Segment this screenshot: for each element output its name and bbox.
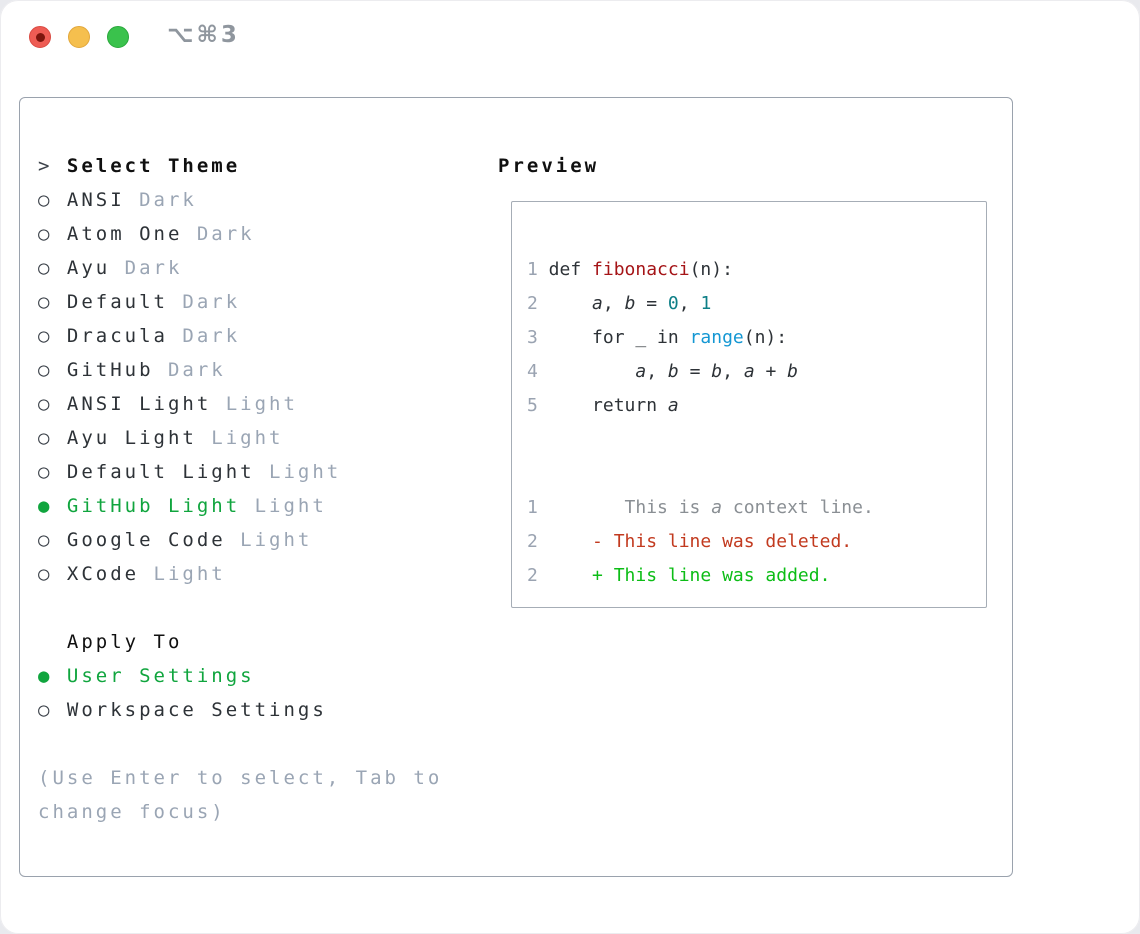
theme-variant-tag: Dark [153, 359, 226, 381]
close-button-dot [35, 32, 45, 42]
theme-picker-panel: > Select Theme○ ANSI Dark○ Atom One Dark… [19, 97, 1013, 877]
theme-picker-list: > Select Theme○ ANSI Dark○ Atom One Dark… [38, 149, 442, 829]
radio-unselected-icon: ○ [38, 529, 53, 551]
traffic-lights [29, 26, 129, 48]
spacer [38, 727, 442, 761]
theme-name: Ayu Light [52, 427, 197, 449]
apply-option-workspace-settings[interactable]: ○ Workspace Settings [38, 693, 442, 727]
select-theme-title: Select Theme [52, 155, 241, 177]
radio-unselected-icon: ○ [38, 563, 53, 585]
theme-name: XCode [52, 563, 140, 585]
radio-unselected-icon: ○ [38, 223, 53, 245]
theme-option-atom-one-dark[interactable]: ○ Atom One Dark [38, 217, 442, 251]
help-text: (Use Enter to select, Tab to [38, 767, 443, 789]
theme-option-default-light-light[interactable]: ○ Default Light Light [38, 455, 442, 489]
help-text-line-1: (Use Enter to select, Tab to [38, 761, 442, 795]
line-number: 5 [527, 395, 538, 416]
theme-option-xcode-light[interactable]: ○ XCode Light [38, 557, 442, 591]
theme-variant-tag: Dark [167, 325, 241, 347]
theme-name: GitHub Light [52, 495, 241, 517]
theme-variant-tag: Dark [167, 291, 241, 313]
radio-unselected-icon: ○ [38, 291, 53, 313]
theme-option-github-dark[interactable]: ○ GitHub Dark [38, 353, 442, 387]
diff-addition-line: 2 + This line was added. [527, 565, 831, 586]
maximize-button[interactable] [107, 26, 129, 48]
apply-to-header: Apply To [38, 625, 442, 659]
apply-option-user-settings[interactable]: ● User Settings [38, 659, 442, 693]
help-text-line-2: change focus) [38, 795, 442, 829]
theme-option-google-code-light[interactable]: ○ Google Code Light [38, 523, 442, 557]
preview-code: 1 def fibonacci(n): 2 a, b = 0, 1 3 for _ … [527, 253, 874, 593]
line-number: 1 [527, 497, 538, 518]
code-line-2: 2 a, b = 0, 1 [527, 293, 712, 314]
theme-option-ayu-dark[interactable]: ○ Ayu Dark [38, 251, 442, 285]
radio-unselected-icon: ○ [38, 325, 53, 347]
theme-name: Default Light [52, 461, 255, 483]
spacer [38, 591, 442, 625]
prompt-caret-icon: > [38, 155, 53, 177]
line-number: 2 [527, 293, 538, 314]
code-line-4: 4 a, b = b, a + b [527, 361, 799, 382]
theme-name: ANSI [52, 189, 125, 211]
theme-variant-tag: Dark [182, 223, 255, 245]
theme-option-ansi-dark[interactable]: ○ ANSI Dark [38, 183, 442, 217]
radio-selected-icon: ● [38, 665, 53, 687]
line-number: 1 [527, 259, 538, 280]
theme-option-dracula-dark[interactable]: ○ Dracula Dark [38, 319, 442, 353]
theme-option-github-light-light[interactable]: ● GitHub Light Light [38, 489, 442, 523]
theme-name: Dracula [52, 325, 168, 347]
code-line-1: 1 def fibonacci(n): [527, 259, 733, 280]
radio-unselected-icon: ○ [38, 393, 53, 415]
blank-line [527, 457, 874, 491]
theme-name: Default [52, 291, 168, 313]
apply-option-label: User Settings [52, 665, 255, 687]
diff-deletion-line: 2 - This line was deleted. [527, 531, 853, 552]
blank-line [527, 423, 874, 457]
apply-option-label: Workspace Settings [52, 699, 327, 721]
radio-unselected-icon: ○ [38, 257, 53, 279]
preview-title: Preview [498, 155, 600, 177]
theme-option-ansi-light-light[interactable]: ○ ANSI Light Light [38, 387, 442, 421]
select-theme-header: > Select Theme [38, 149, 442, 183]
radio-unselected-icon: ○ [38, 359, 53, 381]
radio-selected-icon: ● [38, 495, 53, 517]
theme-name: ANSI Light [52, 393, 212, 415]
theme-variant-tag: Dark [124, 189, 197, 211]
help-text: change focus) [38, 801, 226, 823]
theme-variant-tag: Light [254, 461, 342, 483]
line-number: 2 [527, 531, 538, 552]
window-shortcut-label: ⌥⌘3 [167, 22, 240, 48]
close-button[interactable] [29, 26, 51, 48]
diff-context-line: 1 This is a context line. [527, 497, 874, 518]
radio-unselected-icon: ○ [38, 189, 53, 211]
code-line-5: 5 return a [527, 395, 679, 416]
theme-name: Ayu [52, 257, 111, 279]
theme-variant-tag: Light [225, 529, 313, 551]
theme-option-default-dark[interactable]: ○ Default Dark [38, 285, 442, 319]
theme-name: Google Code [52, 529, 226, 551]
radio-unselected-icon: ○ [38, 461, 53, 483]
line-number: 4 [527, 361, 538, 382]
theme-variant-tag: Light [139, 563, 226, 585]
radio-unselected-icon: ○ [38, 699, 53, 721]
theme-variant-tag: Light [240, 495, 327, 517]
code-line-3: 3 for _ in range(n): [527, 327, 788, 348]
minimize-button[interactable] [68, 26, 90, 48]
preview-box: 1 def fibonacci(n): 2 a, b = 0, 1 3 for _ … [511, 201, 987, 608]
radio-unselected-icon: ○ [38, 427, 53, 449]
theme-variant-tag: Light [211, 393, 298, 415]
theme-variant-tag: Dark [110, 257, 183, 279]
theme-variant-tag: Light [196, 427, 284, 449]
line-number: 3 [527, 327, 538, 348]
theme-name: Atom One [52, 223, 183, 245]
line-number: 2 [527, 565, 538, 586]
theme-option-ayu-light-light[interactable]: ○ Ayu Light Light [38, 421, 442, 455]
apply-to-title: Apply To [38, 631, 183, 653]
theme-name: GitHub [52, 359, 154, 381]
